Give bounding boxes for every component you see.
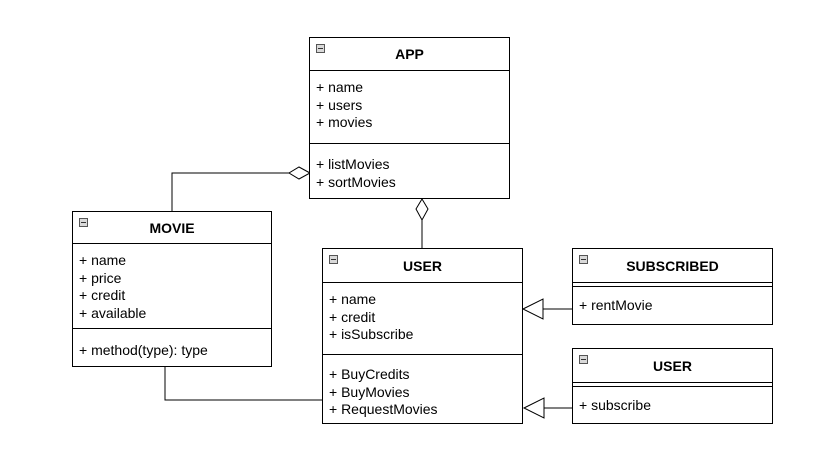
class-subscribed[interactable]: SUBSCRIBED + rentMovie: [572, 248, 773, 325]
class-movie-header: MOVIE: [73, 212, 271, 244]
attribute: + users: [316, 96, 363, 113]
class-methods: + method(type): type: [73, 329, 271, 360]
class-user-secondary-header: USER: [573, 349, 772, 383]
aggregation-diamond-app-left: [288, 166, 312, 180]
attribute: + price: [79, 269, 122, 286]
class-methods: + listMovies + sortMovies: [310, 144, 509, 191]
generalization-arrow-1: [521, 298, 544, 320]
method: + sortMovies: [316, 173, 396, 190]
attribute: + name: [329, 291, 377, 307]
generalization-arrow-2: [522, 397, 545, 419]
empty-attributes-divider: [573, 283, 772, 287]
class-user-header: USER: [323, 249, 522, 283]
aggregation-diamond-app-bottom: [415, 198, 429, 222]
class-attributes: + name + credit + isSubscribe: [323, 283, 522, 355]
collapse-icon[interactable]: [329, 255, 338, 264]
attribute: + movies: [316, 114, 373, 130]
class-title: SUBSCRIBED: [626, 257, 719, 274]
method: + method(type): type: [79, 342, 208, 358]
collapse-icon[interactable]: [579, 355, 588, 364]
collapse-icon[interactable]: [579, 255, 588, 264]
movie-app-aggregation: [171, 172, 290, 212]
method: + BuyMovies: [329, 383, 410, 400]
class-title: APP: [395, 46, 424, 62]
class-user[interactable]: USER + name + credit + isSubscribe + Buy…: [322, 248, 523, 424]
attribute: + credit: [79, 287, 126, 303]
class-methods: + rentMovie: [573, 287, 772, 315]
class-user-secondary[interactable]: USER + subscribe: [572, 348, 773, 424]
class-movie[interactable]: MOVIE + name + price + credit + availabl…: [72, 211, 272, 367]
attribute: + credit: [329, 308, 376, 325]
class-methods: + subscribe: [573, 387, 772, 415]
method: + listMovies: [316, 156, 390, 172]
class-subscribed-header: SUBSCRIBED: [573, 249, 772, 283]
movie-user-association: [164, 367, 322, 401]
class-title: USER: [653, 357, 692, 374]
method: + subscribe: [579, 397, 651, 413]
class-methods: + BuyCredits + BuyMovies + RequestMovies: [323, 355, 522, 419]
attribute: + isSubscribe: [329, 326, 414, 342]
attribute: + available: [79, 304, 147, 321]
attribute: + name: [79, 252, 127, 268]
class-app[interactable]: APP + name + users + movies + listMovies…: [309, 37, 510, 199]
collapse-icon[interactable]: [316, 44, 325, 53]
class-app-header: APP: [310, 38, 509, 71]
method: + rentMovie: [579, 297, 653, 313]
class-title: USER: [403, 257, 442, 274]
empty-attributes-divider: [573, 383, 772, 387]
method: + BuyCredits: [329, 366, 410, 382]
collapse-icon[interactable]: [79, 218, 88, 227]
class-title: MOVIE: [149, 219, 195, 236]
class-attributes: + name + price + credit + available: [73, 244, 271, 329]
class-attributes: + name + users + movies: [310, 71, 509, 144]
attribute: + name: [316, 79, 364, 95]
method: + RequestMovies: [329, 401, 438, 417]
